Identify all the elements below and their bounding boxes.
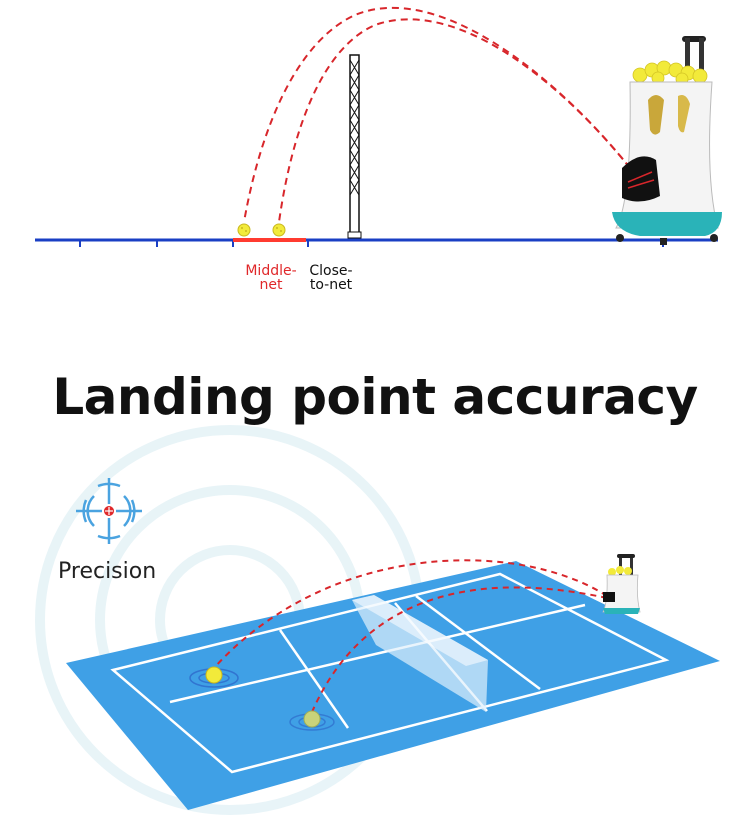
- court-scene: [35, 425, 720, 815]
- court-landing-ball-1: [189, 666, 239, 688]
- middle-net-label-line1: Middle-: [245, 263, 297, 279]
- trajectory-near: [278, 18, 639, 223]
- middle-net-label-line2: net: [259, 277, 283, 293]
- crosshair-target-icon: [76, 478, 142, 544]
- close-to-net-label-line2: to-net: [309, 277, 353, 293]
- trajectories: [243, 6, 639, 223]
- middle-net-label: Middle- net: [236, 264, 306, 292]
- headline: Landing point accuracy: [52, 368, 698, 426]
- ball-machine-side: [612, 36, 722, 245]
- precision-label: Precision: [58, 559, 157, 584]
- side-view-diagram: [35, 6, 722, 247]
- court-surface: [66, 561, 720, 810]
- court-trajectory-2: [311, 586, 608, 713]
- close-to-net-label: Close- to-net: [302, 264, 360, 292]
- ball-machine-court: [602, 554, 641, 614]
- net-post: [347, 54, 362, 239]
- net: [352, 595, 488, 712]
- trajectory-far: [243, 6, 631, 223]
- landing-ball-middle: [237, 223, 251, 237]
- net-top-band: [352, 595, 488, 666]
- court-trajectory-1: [213, 559, 608, 669]
- court-trajectories: [213, 559, 608, 713]
- court-landing-ball-2: [289, 710, 335, 731]
- landing-ball-close: [272, 223, 286, 237]
- close-to-net-label-line1: Close-: [309, 263, 353, 279]
